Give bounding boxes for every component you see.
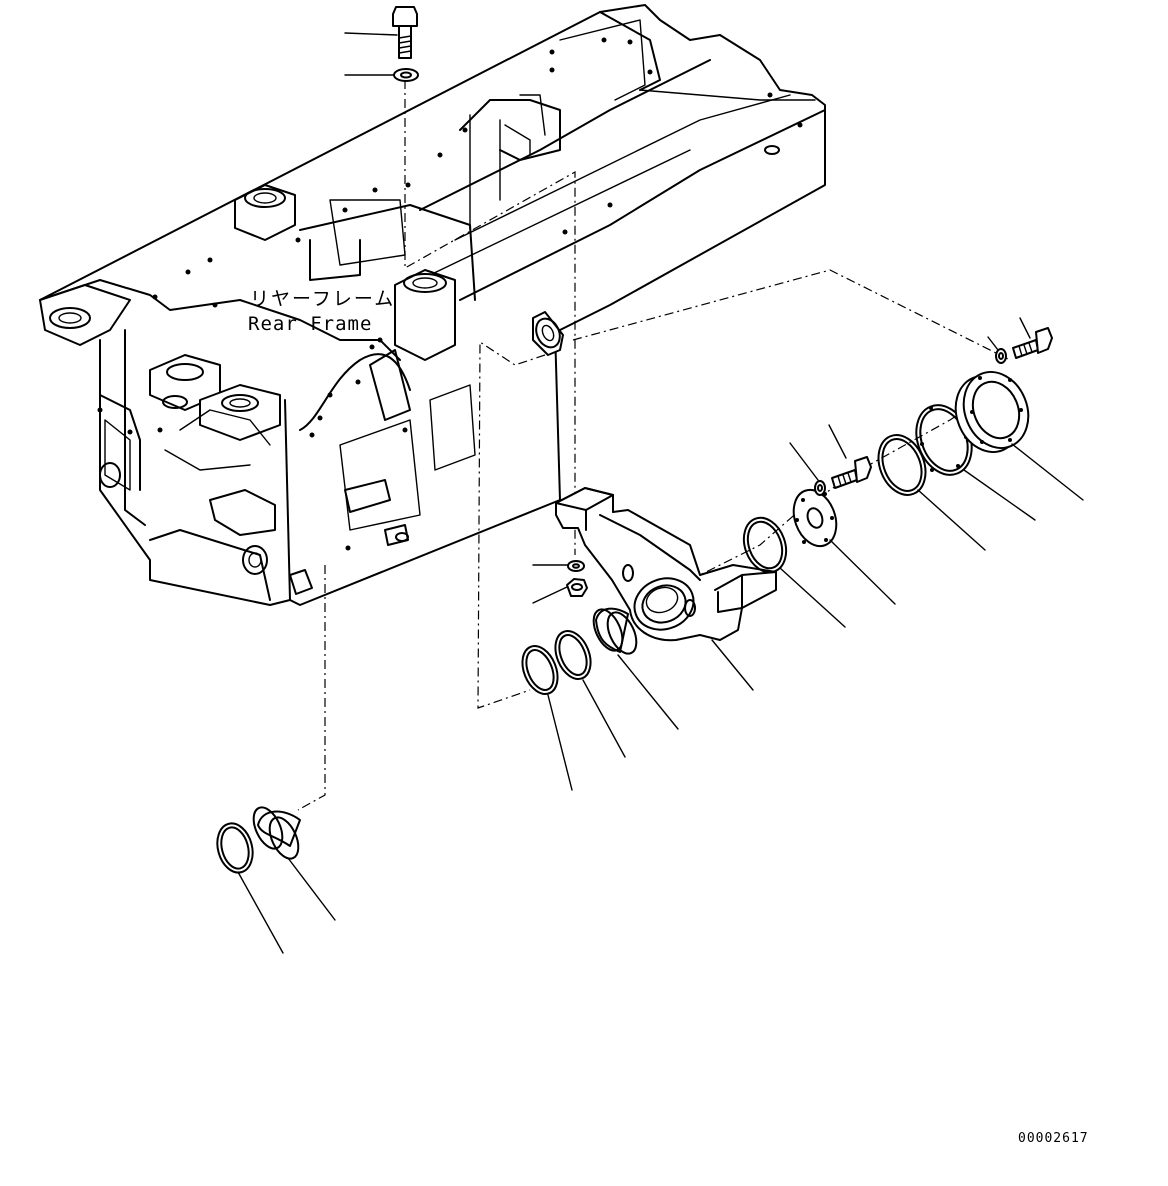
cover-icon <box>954 371 1030 453</box>
leader-lines <box>237 32 1084 954</box>
bushing-icon <box>592 607 638 655</box>
bolt-icon <box>392 6 418 59</box>
bushing-icon <box>252 806 301 860</box>
seal-ring-icon <box>521 645 559 695</box>
swing-arm-icon <box>555 487 777 642</box>
nut-icon <box>566 578 588 597</box>
rear-frame-label-en: Rear Frame <box>248 313 373 335</box>
washer-icon <box>393 68 419 82</box>
drawing-number: 00002617 <box>1018 1131 1089 1146</box>
plate-icon <box>792 488 838 548</box>
washer-icon <box>814 480 826 496</box>
washer-icon <box>567 560 585 572</box>
bolt-icon <box>831 456 872 489</box>
rear-frame-label-jp: リヤーフレーム <box>250 288 396 310</box>
seal-ring-icon <box>877 434 927 496</box>
bolt-icon <box>1012 327 1053 359</box>
seal-ring-icon <box>216 822 254 874</box>
seal-ring-icon <box>554 630 592 680</box>
seal-ring-icon <box>742 516 788 574</box>
rear-frame-icon <box>39 4 826 606</box>
washer-icon <box>995 348 1007 364</box>
